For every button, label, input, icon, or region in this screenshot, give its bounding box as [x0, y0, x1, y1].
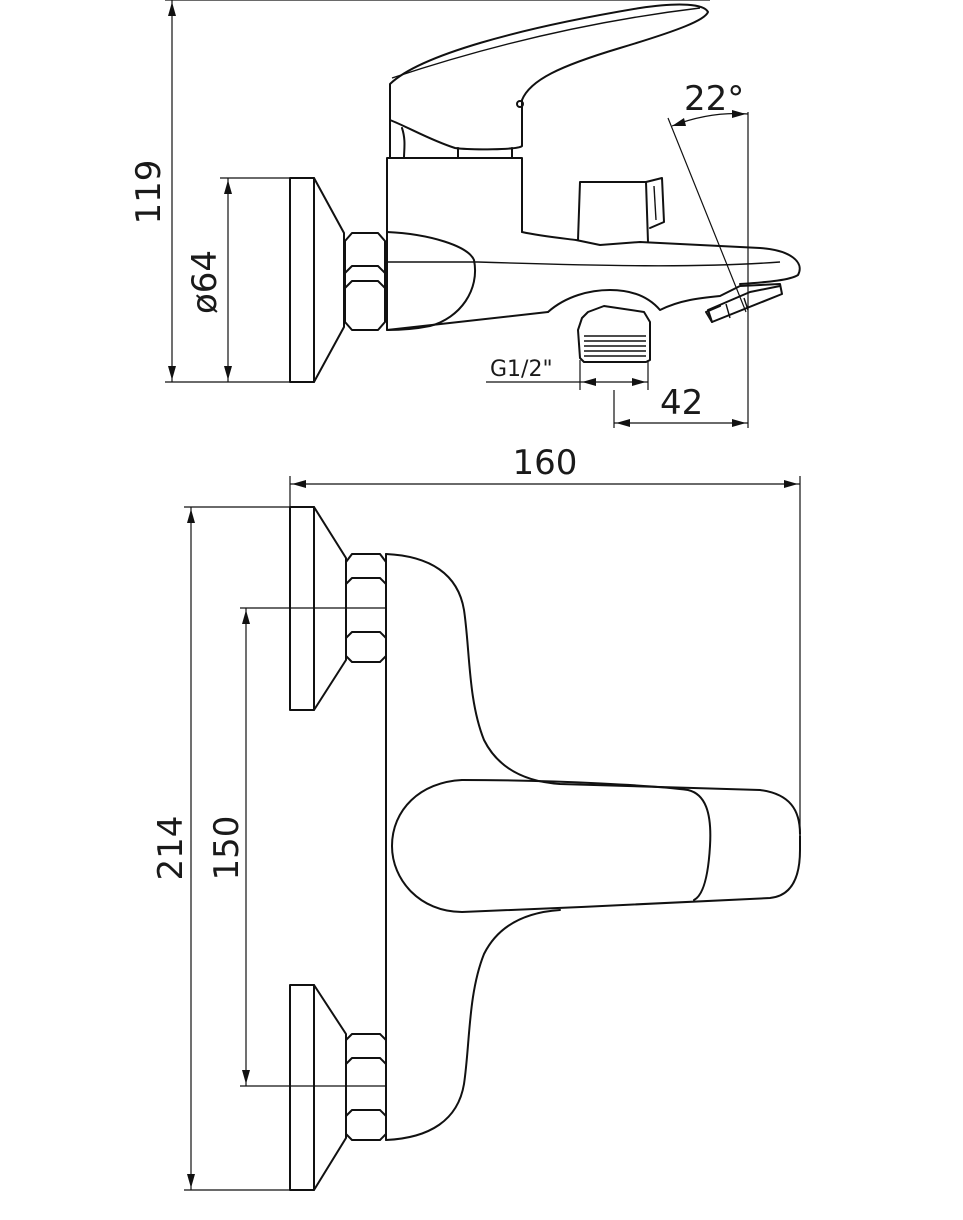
label-119: 119: [129, 160, 169, 225]
dim-thread: G1/2": [486, 357, 649, 390]
side-lever-handle: [389, 3, 709, 159]
side-mixer-body: [386, 157, 801, 331]
side-spout-tip: [547, 283, 783, 323]
label-thread: G1/2": [490, 357, 553, 382]
label-214: 214: [151, 816, 191, 881]
label-160: 160: [513, 443, 578, 483]
side-thread: [577, 305, 651, 363]
top-lever-handle: [391, 779, 801, 913]
dim-160: 160: [289, 443, 801, 844]
dim-42: 42: [613, 112, 749, 428]
dim-angle-22: 22°: [667, 79, 749, 313]
top-hex-nut-lower: [345, 1033, 387, 1141]
label-angle-22: 22°: [684, 79, 744, 119]
dim-diameter-64: ø64: [185, 177, 290, 382]
label-diameter-64: ø64: [185, 250, 225, 314]
dim-150: 150: [207, 607, 386, 1087]
label-150: 150: [207, 816, 247, 881]
dim-214: 214: [151, 506, 290, 1191]
dim-119: 119: [129, 0, 710, 383]
side-view: 119 ø64 G1/2" 42: [129, 0, 801, 428]
label-42: 42: [660, 383, 703, 423]
top-view: 160 214 150: [151, 443, 801, 1191]
side-wall-flange: [289, 177, 345, 383]
top-hex-nut-upper: [345, 553, 387, 663]
top-body: [385, 553, 801, 1141]
side-hex-nut: [344, 232, 386, 331]
top-flange-lower: [289, 984, 347, 1191]
